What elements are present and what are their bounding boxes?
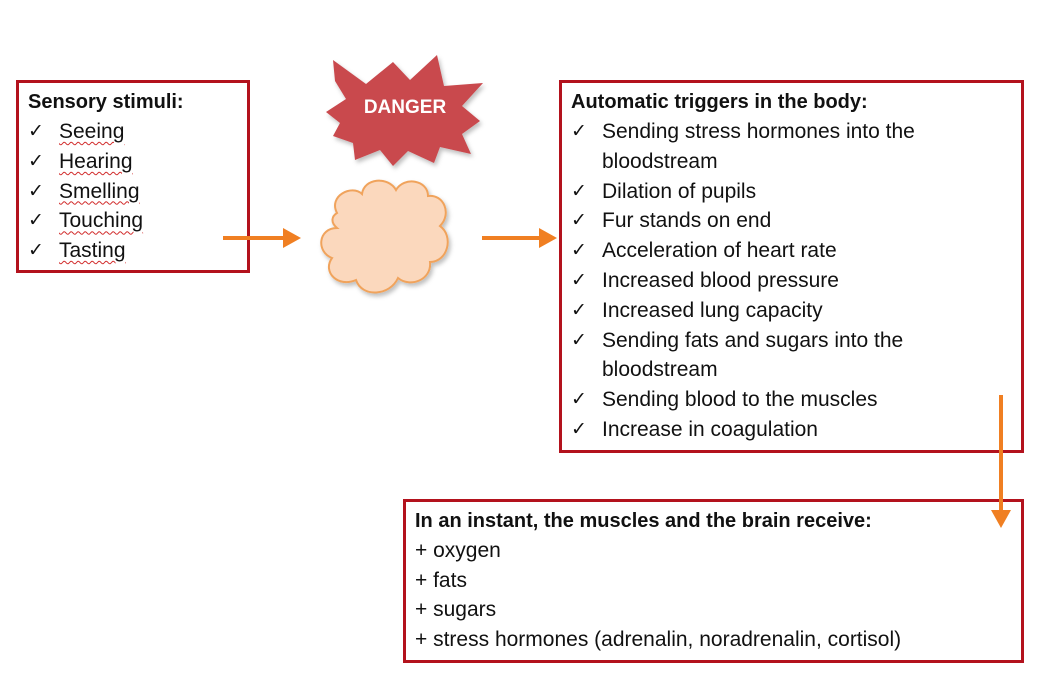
list-item-label: Tasting	[59, 239, 126, 263]
checkmark-icon: ✓	[571, 417, 587, 440]
checkmark-icon: ✓	[28, 239, 44, 262]
checkmark-icon: ✓	[28, 120, 44, 142]
checkmark-icon: ✓	[571, 239, 587, 262]
list-item: ✓ Sending blood to the muscles	[571, 385, 1012, 415]
list-item: ✓ Fur stands on end	[571, 206, 1012, 236]
arrow-sensory-to-brain-icon	[223, 228, 301, 248]
list-item: ✓ Touching	[28, 206, 238, 236]
checkmark-icon: ✓	[571, 328, 587, 351]
list-item: + stress hormones (adrenalin, noradrenal…	[415, 627, 902, 651]
checkmark-icon: ✓	[571, 268, 587, 291]
list-item-label: Seeing	[59, 120, 125, 143]
checkmark-icon: ✓	[571, 120, 587, 142]
list-item: ✓ Dilation of pupils	[571, 177, 1012, 207]
automatic-triggers-list: ✓ Sending stress hormones into the bloods…	[571, 117, 1012, 445]
list-item: ✓ Increase in coagulation	[571, 415, 1012, 445]
list-item: ✓ Tasting	[28, 236, 238, 266]
brain-cloud-icon	[320, 179, 449, 294]
danger-label: DANGER	[364, 97, 447, 118]
list-item: + fats	[415, 568, 467, 592]
checkmark-icon: ✓	[28, 179, 44, 202]
automatic-triggers-title: Automatic triggers in the body:	[571, 91, 868, 113]
sensory-stimuli-title: Sensory stimuli:	[28, 91, 184, 113]
list-item-label: Smelling	[59, 179, 140, 203]
receive-title: In an instant, the muscles and the brain…	[415, 510, 872, 532]
list-item: ✓ Sending stress hormones into the bloods…	[571, 117, 1012, 177]
list-item: ✓ Seeing	[28, 117, 238, 147]
receive-list: + oxygen + fats + sugars + stress hormon…	[415, 536, 1012, 654]
list-item-label: Touching	[59, 209, 144, 233]
list-item: ✓ Hearing	[28, 147, 238, 177]
list-item-label: Sending stress hormones into the bloodst…	[602, 120, 915, 173]
checkmark-icon: ✓	[571, 388, 587, 411]
list-item-label: Acceleration of heart rate	[602, 239, 837, 263]
list-item: ✓ Increased blood pressure	[571, 266, 1012, 296]
list-item-label: Sending fats and sugars into the bloodst…	[602, 328, 904, 382]
list-item-label: Hearing	[59, 149, 133, 173]
checkmark-icon: ✓	[571, 298, 587, 321]
checkmark-icon: ✓	[571, 179, 587, 202]
list-item: ✓ Increased lung capacity	[571, 296, 1012, 326]
cloud-shape	[320, 179, 449, 294]
arrow-brain-to-triggers-icon	[482, 228, 557, 248]
list-item-label: Sending blood to the muscles	[602, 388, 878, 412]
list-item-label: Dilation of pupils	[602, 179, 757, 203]
automatic-triggers-box: Automatic triggers in the body: ✓ Sending…	[559, 80, 1024, 453]
list-item: + oxygen	[415, 539, 501, 562]
list-item-label: Fur stands on end	[602, 209, 772, 233]
checkmark-icon: ✓	[571, 209, 587, 232]
danger-burst-icon: DANGER	[326, 55, 483, 166]
checkmark-icon: ✓	[28, 149, 44, 172]
list-item: ✓ Smelling	[28, 177, 238, 207]
list-item-label: Increased lung capacity	[602, 298, 823, 322]
list-item: + sugars	[415, 598, 497, 621]
list-item-label: Increased blood pressure	[602, 268, 839, 292]
checkmark-icon: ✓	[28, 209, 44, 232]
list-item-label: Increase in coagulation	[602, 417, 818, 441]
sensory-stimuli-box: Sensory stimuli: ✓ Seeing ✓ Hearing ✓ Smell…	[16, 80, 250, 273]
muscles-brain-receive-box: In an instant, the muscles and the brain…	[403, 499, 1024, 663]
list-item: ✓ Sending fats and sugars into the bloods…	[571, 326, 1012, 386]
arrow-triggers-to-receive-icon	[991, 395, 1011, 528]
list-item: ✓ Acceleration of heart rate	[571, 236, 1012, 266]
sensory-stimuli-list: ✓ Seeing ✓ Hearing ✓ Smelling ✓ Touching ✓ Ta…	[28, 117, 238, 266]
